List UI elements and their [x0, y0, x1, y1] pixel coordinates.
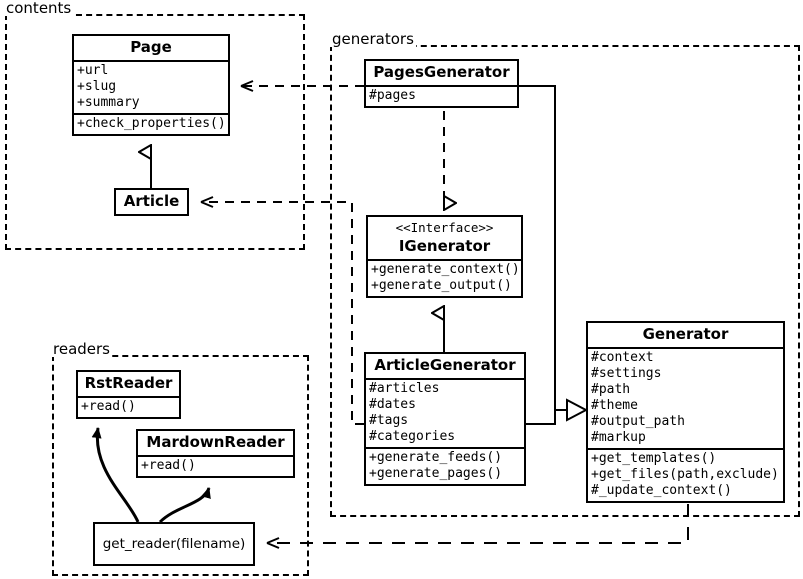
package-readers-label: readers — [51, 340, 112, 358]
attribute-row: #theme — [591, 398, 638, 413]
class-generator-methods: +get_templates() +get_files(path,exclude… — [588, 448, 783, 501]
attribute-row: #tags — [369, 413, 409, 428]
class-pagesgenerator-attributes: #pages — [366, 85, 517, 106]
method-row: +get_templates() — [591, 451, 717, 466]
attribute-row: +slug — [77, 79, 117, 94]
method-row: +check_properties() — [77, 116, 226, 131]
attribute-row: #output_path — [591, 414, 685, 429]
class-generator-attributes: #context #settings #path #theme #output_… — [588, 347, 783, 448]
class-article-title: Article — [123, 192, 180, 210]
class-page[interactable]: Page +url +slug +summary +check_properti… — [72, 34, 230, 136]
attribute-row: #articles — [369, 381, 440, 396]
class-page-attributes: +url +slug +summary — [74, 60, 228, 113]
attribute-row: #context — [591, 350, 654, 365]
attribute-row: +summary — [77, 95, 140, 110]
class-generator-title: Generator — [642, 325, 729, 343]
attribute-row: #markup — [591, 430, 646, 445]
class-generator[interactable]: Generator #context #settings #path #them… — [586, 321, 785, 503]
method-row: +generate_pages() — [369, 466, 503, 481]
class-articlegenerator[interactable]: ArticleGenerator #articles #dates #tags … — [364, 352, 526, 486]
package-generators-label: generators — [330, 30, 416, 48]
class-articlegenerator-methods: +generate_feeds() +generate_pages() — [366, 447, 524, 484]
attribute-row: #categories — [369, 429, 456, 444]
class-articlegenerator-title: ArticleGenerator — [374, 356, 516, 374]
class-pagesgenerator[interactable]: PagesGenerator #pages — [364, 59, 519, 108]
class-rstreader-methods: +read() — [78, 396, 179, 417]
class-igenerator-title: IGenerator — [398, 237, 491, 255]
attribute-row: #path — [591, 382, 631, 397]
class-article[interactable]: Article — [114, 188, 189, 216]
package-contents — [5, 14, 305, 250]
attribute-row: +url — [77, 63, 109, 78]
method-row: +get_files(path,exclude) — [591, 467, 779, 482]
function-get-reader-label: get_reader(filename) — [102, 536, 246, 552]
class-articlegenerator-attributes: #articles #dates #tags #categories — [366, 378, 524, 447]
package-readers — [52, 355, 309, 576]
class-igenerator-methods: +generate_context() +generate_output() — [368, 259, 521, 296]
class-mardownreader-title: MardownReader — [146, 433, 285, 451]
class-igenerator-stereotype: <<Interface>> — [395, 220, 494, 235]
method-row: +generate_context() — [371, 262, 520, 277]
attribute-row: #pages — [369, 88, 416, 103]
method-row: +read() — [81, 399, 136, 414]
class-rstreader[interactable]: RstReader +read() — [76, 370, 181, 419]
class-mardownreader-methods: +read() — [138, 455, 293, 476]
class-rstreader-title: RstReader — [84, 374, 173, 392]
class-page-methods: +check_properties() — [74, 113, 228, 134]
method-row: #_update_context() — [591, 483, 732, 498]
attribute-row: #dates — [369, 397, 416, 412]
function-get-reader[interactable]: get_reader(filename) — [93, 522, 255, 566]
method-row: +read() — [141, 458, 196, 473]
class-pagesgenerator-title: PagesGenerator — [373, 63, 510, 81]
method-row: +generate_output() — [371, 278, 512, 293]
attribute-row: #settings — [591, 366, 662, 381]
class-igenerator[interactable]: <<Interface>> IGenerator +generate_conte… — [366, 215, 523, 298]
method-row: +generate_feeds() — [369, 450, 503, 465]
class-mardownreader[interactable]: MardownReader +read() — [136, 429, 295, 478]
class-page-title: Page — [130, 38, 172, 56]
package-contents-label: contents — [4, 0, 74, 17]
